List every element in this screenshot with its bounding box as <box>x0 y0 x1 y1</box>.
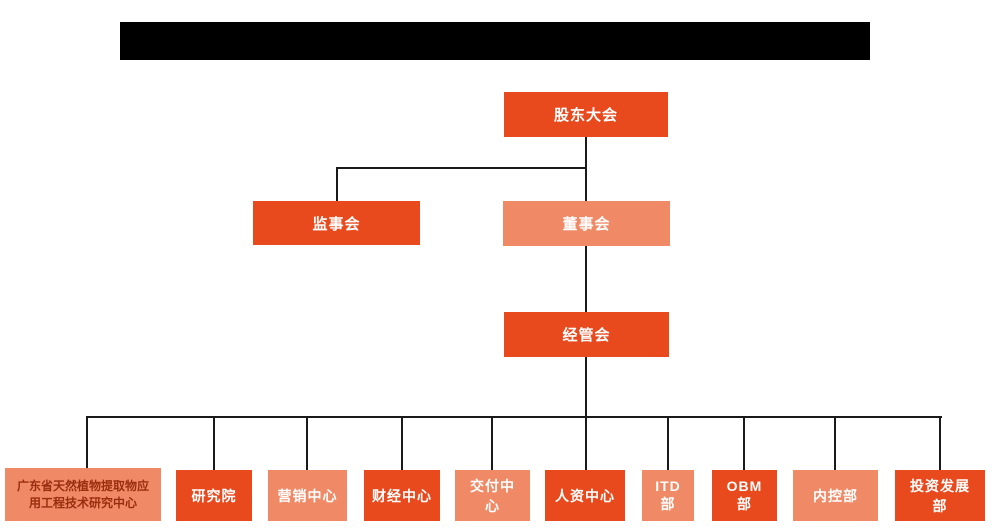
edge-drop-itd <box>667 416 669 470</box>
edge-drop-delivery-center <box>491 416 493 470</box>
org-node-obm-department: OBM部 <box>712 470 777 521</box>
org-node-investment-development-department: 投资发展部 <box>895 470 985 521</box>
edge-supervisory-drop <box>336 167 338 201</box>
edge-shareholders-down <box>585 137 587 203</box>
org-node-internal-control-department: 内控部 <box>793 470 878 521</box>
org-node-shareholders-meeting: 股东大会 <box>504 92 668 137</box>
edge-drop-internal-control <box>834 416 836 470</box>
org-node-research-institute: 研究院 <box>176 470 252 521</box>
edge-branch-horizontal <box>336 167 587 169</box>
redacted-title-bar <box>120 22 870 60</box>
edge-drop-marketing-center <box>306 416 308 470</box>
org-node-delivery-center: 交付中心 <box>455 470 530 521</box>
org-node-marketing-center: 营销中心 <box>268 470 347 521</box>
edge-drop-research-institute <box>213 416 215 470</box>
edge-drop-investment <box>939 416 941 470</box>
org-node-board-of-directors: 董事会 <box>503 201 670 246</box>
org-node-finance-center: 财经中心 <box>364 470 440 521</box>
edge-board-to-management <box>585 246 587 312</box>
edge-bottom-rail <box>86 416 942 418</box>
org-node-hr-center: 人资中心 <box>545 470 625 521</box>
org-node-itd-department: ITD部 <box>642 470 694 521</box>
edge-drop-obm <box>743 416 745 470</box>
edge-drop-finance-center <box>401 416 403 470</box>
org-node-management-committee: 经管会 <box>504 312 669 357</box>
org-node-supervisory-board: 监事会 <box>253 201 420 245</box>
org-node-research-center: 广东省天然植物提取物应用工程技术研究中心 <box>5 468 161 521</box>
edge-management-to-rail <box>585 357 587 470</box>
edge-drop-research-center <box>86 416 88 468</box>
